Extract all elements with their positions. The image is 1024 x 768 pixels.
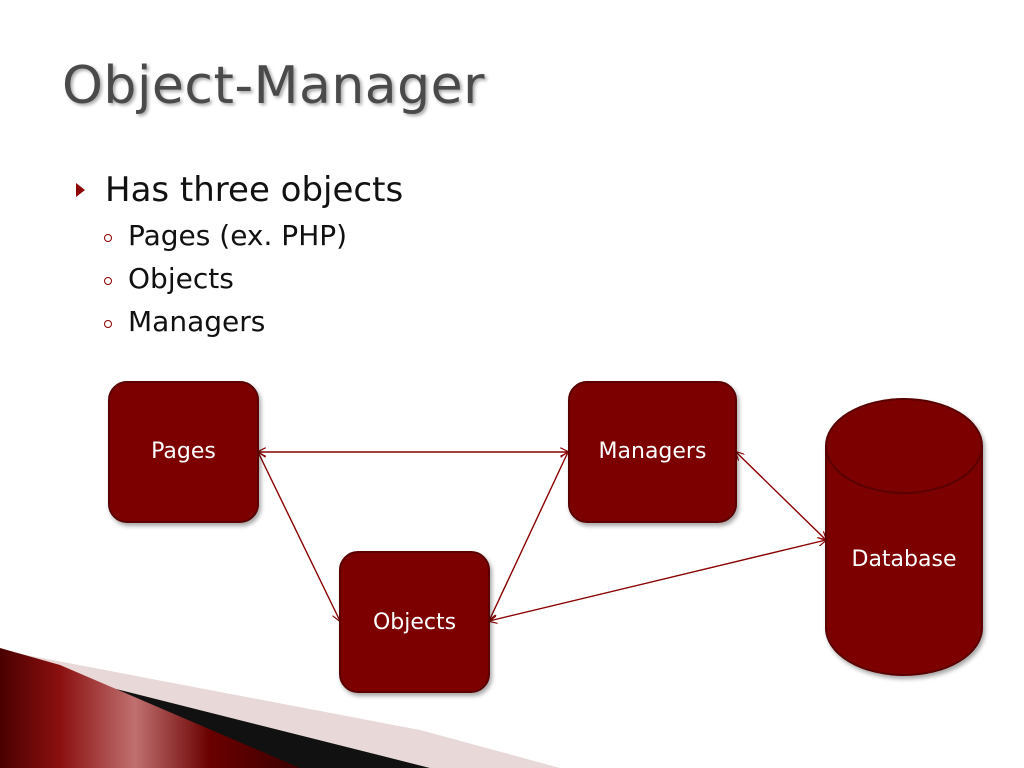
sub-bullet-text: Objects <box>128 262 234 295</box>
connector-managers-database <box>736 452 826 540</box>
sub-bullet-text: Pages (ex. PHP) <box>128 219 348 252</box>
bullet-main-text: Has three objects <box>105 170 404 210</box>
ring-bullet-icon <box>104 276 112 285</box>
node-objects: Objects <box>339 551 490 693</box>
sub-bullet-text: Managers <box>128 305 266 338</box>
sub-bullet-group: Pages (ex. PHP) Objects Managers <box>74 214 403 343</box>
connector-objects-managers <box>489 452 568 621</box>
node-objects-box <box>339 551 490 693</box>
node-managers-label: Managers <box>599 439 707 464</box>
sub-bullet-pages: Pages (ex. PHP) <box>104 214 403 257</box>
footer-decoration <box>0 648 560 768</box>
sub-bullet-list: Pages (ex. PHP) Objects Managers <box>74 214 403 343</box>
ring-bullet-icon <box>104 233 112 242</box>
node-objects-label: Objects <box>373 610 456 635</box>
node-pages-label: Pages <box>151 439 216 464</box>
footer-band-red <box>0 648 300 768</box>
slide-title: Object-Manager <box>62 56 486 116</box>
node-database: Database <box>825 398 983 676</box>
database-cylinder-top <box>825 398 983 494</box>
connectors <box>258 452 826 621</box>
bullet-main: Has three objects <box>74 168 403 212</box>
node-managers-box <box>568 381 737 523</box>
sub-bullet-managers: Managers <box>104 300 403 343</box>
connector-database-objects <box>489 540 826 621</box>
database-cylinder-body <box>825 446 983 676</box>
node-database-label: Database <box>852 547 957 572</box>
connector-pages-objects <box>258 452 340 621</box>
node-pages: Pages <box>108 381 259 523</box>
bullet-list: Has three objects Pages (ex. PHP) Object… <box>74 168 403 343</box>
triangle-bullet-icon <box>76 183 85 197</box>
ring-bullet-icon <box>104 319 112 328</box>
sub-bullet-objects: Objects <box>104 257 403 300</box>
node-pages-box <box>108 381 259 523</box>
node-managers: Managers <box>568 381 737 523</box>
